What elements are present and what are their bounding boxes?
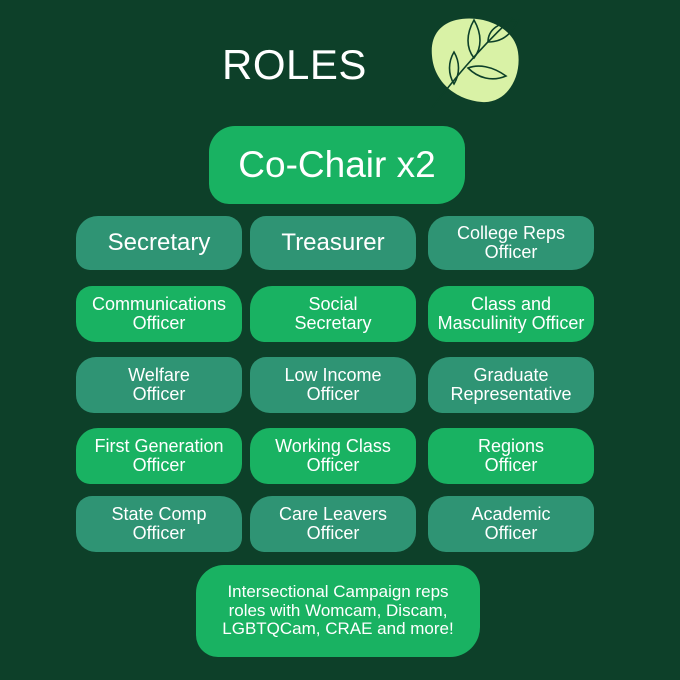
role-label-line1: Working Class bbox=[275, 435, 391, 456]
role-label-line1: Class and bbox=[470, 293, 552, 314]
role-label-line1: Care Leavers bbox=[278, 503, 388, 524]
role-label-line2: Secretary bbox=[294, 313, 372, 333]
role-label-line2: Officer bbox=[484, 242, 538, 262]
role-care-leavers-officer: Care Leavers Officer bbox=[250, 496, 416, 552]
role-secretary: Secretary bbox=[76, 216, 242, 270]
role-label-line1: Low Income bbox=[284, 364, 382, 385]
note-line1: Intersectional Campaign reps bbox=[227, 582, 449, 602]
role-communications-officer: Communications Officer bbox=[76, 286, 242, 342]
note-line2: roles with Womcam, Discam, bbox=[228, 600, 448, 620]
role-label-line1: Communications bbox=[91, 293, 227, 314]
role-label-line1: First Generation bbox=[94, 435, 224, 456]
role-label-line1: Academic bbox=[471, 503, 551, 524]
role-label-line2: Masculinity Officer bbox=[437, 313, 585, 333]
role-label-line2: Officer bbox=[484, 523, 538, 543]
role-label-line2: Officer bbox=[132, 523, 186, 543]
note-line3: LGBTQCam, CRAE and more! bbox=[222, 619, 454, 639]
intersectional-reps-note: Intersectional Campaign reps roles with … bbox=[196, 565, 480, 657]
role-label-line2: Officer bbox=[132, 384, 186, 404]
role-state-comp-officer: State Comp Officer bbox=[76, 496, 242, 552]
role-co-chair: Co-Chair x2 bbox=[209, 126, 465, 204]
role-label-line1: Welfare bbox=[128, 364, 190, 385]
leaf-branch-icon bbox=[431, 17, 520, 108]
role-welfare-officer: Welfare Officer bbox=[76, 357, 242, 413]
role-label: Secretary bbox=[107, 229, 211, 257]
role-label-line2: Representative bbox=[450, 384, 572, 404]
role-graduate-representative: Graduate Representative bbox=[428, 357, 594, 413]
role-social-secretary: Social Secretary bbox=[250, 286, 416, 342]
role-regions-officer: Regions Officer bbox=[428, 428, 594, 484]
role-class-masculinity-officer: Class and Masculinity Officer bbox=[428, 286, 594, 342]
role-treasurer: Treasurer bbox=[250, 216, 416, 270]
role-label-line1: State Comp bbox=[111, 503, 207, 524]
role-working-class-officer: Working Class Officer bbox=[250, 428, 416, 484]
role-academic-officer: Academic Officer bbox=[428, 496, 594, 552]
role-label-line2: Officer bbox=[306, 384, 360, 404]
role-label-line1: Regions bbox=[477, 435, 545, 456]
role-first-generation-officer: First Generation Officer bbox=[76, 428, 242, 484]
role-label-line2: Officer bbox=[132, 313, 186, 333]
role-label-line1: Social bbox=[308, 293, 358, 314]
role-label-line2: Officer bbox=[484, 455, 538, 475]
page-title: ROLES bbox=[222, 41, 367, 88]
role-college-reps-officer: College Reps Officer bbox=[428, 216, 594, 270]
role-label-line1: Graduate bbox=[473, 364, 549, 385]
role-low-income-officer: Low Income Officer bbox=[250, 357, 416, 413]
role-label-line2: Officer bbox=[132, 455, 186, 475]
role-label-line1: College Reps bbox=[456, 222, 566, 243]
role-label: Treasurer bbox=[281, 229, 385, 257]
role-label-line2: Officer bbox=[306, 455, 360, 475]
role-label-line2: Officer bbox=[306, 523, 360, 543]
